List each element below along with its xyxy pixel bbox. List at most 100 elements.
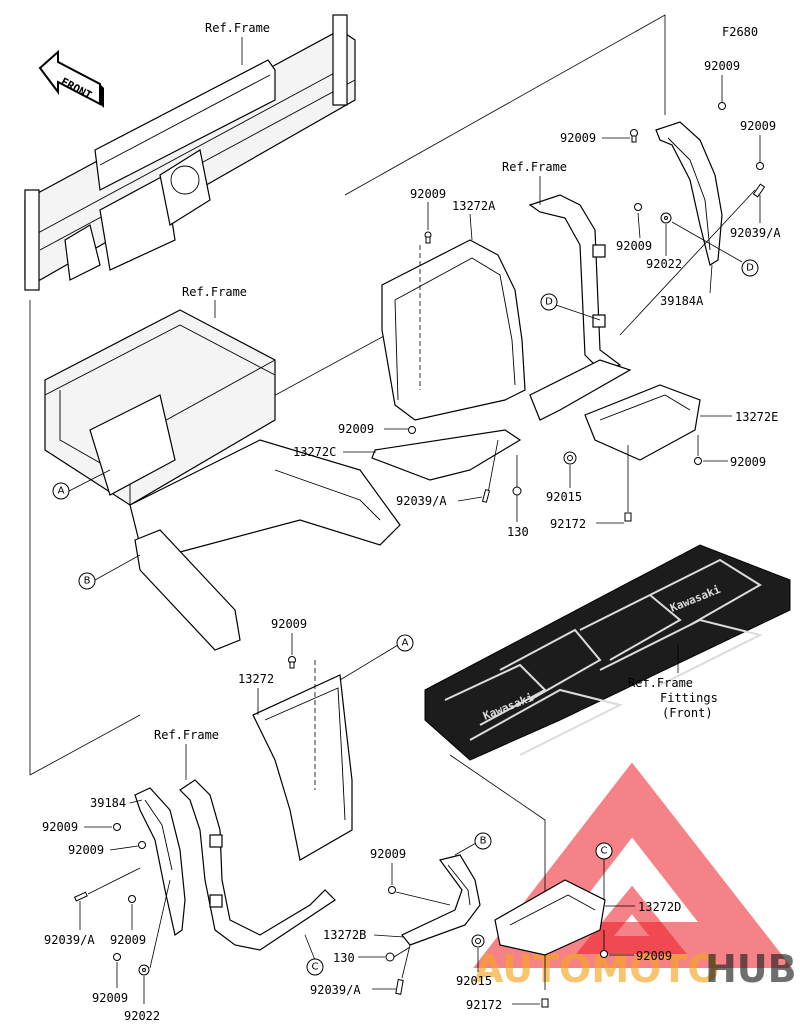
label-92009-j: 92009 — [68, 843, 104, 857]
callout-a-left: A — [52, 482, 70, 500]
callout-b-lower: B — [474, 832, 492, 850]
label-92039a-mid: 92039/A — [396, 494, 447, 508]
clip-92172-mid — [624, 512, 632, 522]
bolt-92009-l — [113, 953, 121, 961]
callout-c-lower: C — [306, 958, 324, 976]
watermark-logo: AUTOMOTO HUB — [473, 762, 797, 991]
washer-92022-lower — [138, 964, 150, 976]
watermark-text-automoto: AUTOMOTO — [474, 947, 720, 991]
bolt-92009-m — [388, 886, 396, 894]
screw-130-lower — [385, 952, 395, 962]
diagram-code: F2680 — [722, 25, 758, 39]
label-13272d: 13272D — [638, 900, 681, 914]
bolt-92009-e — [756, 162, 764, 170]
watermark-text-hub: HUB — [705, 947, 797, 991]
label-92172-mid: 92172 — [550, 517, 586, 531]
label-130-lower: 130 — [333, 951, 355, 965]
label-92015-lower: 92015 — [456, 974, 492, 988]
part-frame-bracket-lower — [179, 779, 336, 951]
label-92039a-right: 92039/A — [730, 226, 781, 240]
grommet-92015-lower — [471, 934, 485, 948]
label-ref-frame-right: Ref.Frame — [502, 160, 567, 174]
callout-d-left: D — [540, 293, 558, 311]
label-13272a: 13272A — [452, 199, 496, 213]
label-92009-l: 92009 — [92, 991, 128, 1005]
label-ref-frame-mid: Ref.Frame — [182, 285, 247, 299]
svg-text:D: D — [746, 263, 754, 274]
rivet-92039a-lower-left — [73, 891, 88, 902]
callout-c-right: C — [595, 842, 613, 860]
label-92009-d: 92009 — [560, 131, 596, 145]
watermark-triangle-inner — [575, 885, 687, 954]
label-39184a: 39184A — [660, 294, 704, 308]
svg-text:A: A — [402, 638, 409, 649]
svg-text:B: B — [84, 576, 91, 587]
screw-130-mid — [512, 486, 522, 496]
label-92039a-lower: 92039/A — [310, 983, 361, 997]
part-13272e — [584, 384, 701, 461]
part-39184 — [134, 787, 186, 937]
part-13272a-guard — [371, 239, 526, 481]
svg-text:B: B — [480, 836, 487, 847]
rivet-92039a-lower — [395, 979, 404, 995]
label-ref-frame-top: Ref.Frame — [205, 21, 270, 35]
label-92009-b: 92009 — [338, 422, 374, 436]
label-92009-g: 92009 — [730, 455, 766, 469]
bolt-92009-b — [408, 426, 416, 434]
label-92022-right: 92022 — [646, 257, 682, 271]
label-92009-c: 92009 — [704, 59, 740, 73]
label-ref-frame-fittings-3: (Front) — [662, 706, 713, 720]
label-ref-frame-lower: Ref.Frame — [154, 728, 219, 742]
part-13272b — [401, 854, 481, 946]
callout-a-lower: A — [396, 634, 414, 652]
callout-d-right: D — [741, 259, 759, 277]
label-92009-m: 92009 — [370, 847, 406, 861]
label-13272b: 13272B — [323, 928, 366, 942]
bolt-92009-k — [128, 895, 136, 903]
label-13272: 13272 — [238, 672, 274, 686]
bolt-92009-d — [630, 129, 638, 143]
label-92009-k: 92009 — [110, 933, 146, 947]
label-92009-e: 92009 — [740, 119, 776, 133]
label-13272c: 13272C — [293, 445, 336, 459]
grommet-92015-mid — [563, 451, 577, 465]
label-92172-lower: 92172 — [466, 998, 502, 1012]
part-39184a — [655, 121, 723, 266]
bolt-92009-n — [600, 950, 608, 958]
label-92009-a: 92009 — [410, 187, 446, 201]
bolt-92009-j — [138, 841, 146, 849]
rivet-92039a-right — [752, 183, 766, 198]
label-39184: 39184 — [90, 796, 126, 810]
svg-text:C: C — [312, 962, 319, 973]
upper-frame: Ref.Frame — [24, 14, 356, 291]
callout-b-left: B — [78, 572, 96, 590]
label-ref-frame-fittings-1: Ref.Frame — [628, 676, 693, 690]
bolt-92009-f — [634, 203, 642, 211]
part-13272d — [494, 879, 606, 956]
svg-text:A: A — [58, 486, 65, 497]
bolt-92009-c — [718, 102, 726, 110]
label-92015-mid: 92015 — [546, 490, 582, 504]
label-130-mid: 130 — [507, 525, 529, 539]
label-92022-lower: 92022 — [124, 1009, 160, 1023]
rivet-92039a-mid — [481, 489, 491, 503]
label-92009-i: 92009 — [42, 820, 78, 834]
bolt-92009-i — [113, 823, 121, 831]
main-frame: Ref.Frame — [44, 285, 401, 651]
bolt-92009-g — [694, 457, 702, 465]
label-92039a-lower-left: 92039/A — [44, 933, 95, 947]
label-13272e: 13272E — [735, 410, 778, 424]
label-92009-h: 92009 — [271, 617, 307, 631]
label-ref-frame-fittings-2: Fittings — [660, 691, 718, 705]
svg-text:C: C — [601, 846, 608, 857]
part-frame-bracket-right — [528, 194, 632, 421]
bolt-13272a — [424, 231, 432, 244]
bolt-92009-h — [288, 656, 296, 669]
label-92009-n: 92009 — [636, 949, 672, 963]
washer-92022-right — [660, 212, 672, 224]
label-92009-f: 92009 — [616, 239, 652, 253]
svg-text:D: D — [545, 297, 553, 308]
part-13272-guard — [252, 660, 353, 861]
clip-92172-lower — [541, 998, 549, 1008]
